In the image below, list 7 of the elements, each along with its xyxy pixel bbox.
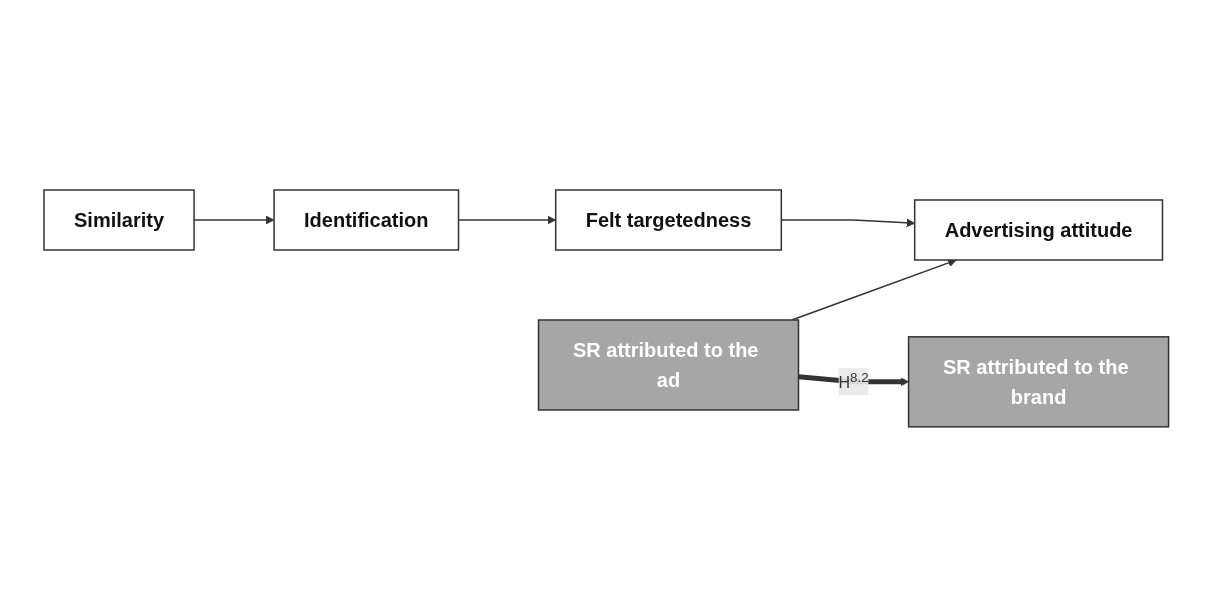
node-box: Similarity [43, 188, 195, 251]
node-box: Felt targetedness [555, 188, 783, 251]
edge-label: H$^{8.2}$ [838, 369, 869, 392]
node-box: Identification [273, 188, 460, 251]
node-box: Advertising attitude [914, 198, 1164, 261]
node-box: SR attributed to the brand [908, 335, 1170, 428]
node-box: SR attributed to the ad [537, 318, 800, 411]
